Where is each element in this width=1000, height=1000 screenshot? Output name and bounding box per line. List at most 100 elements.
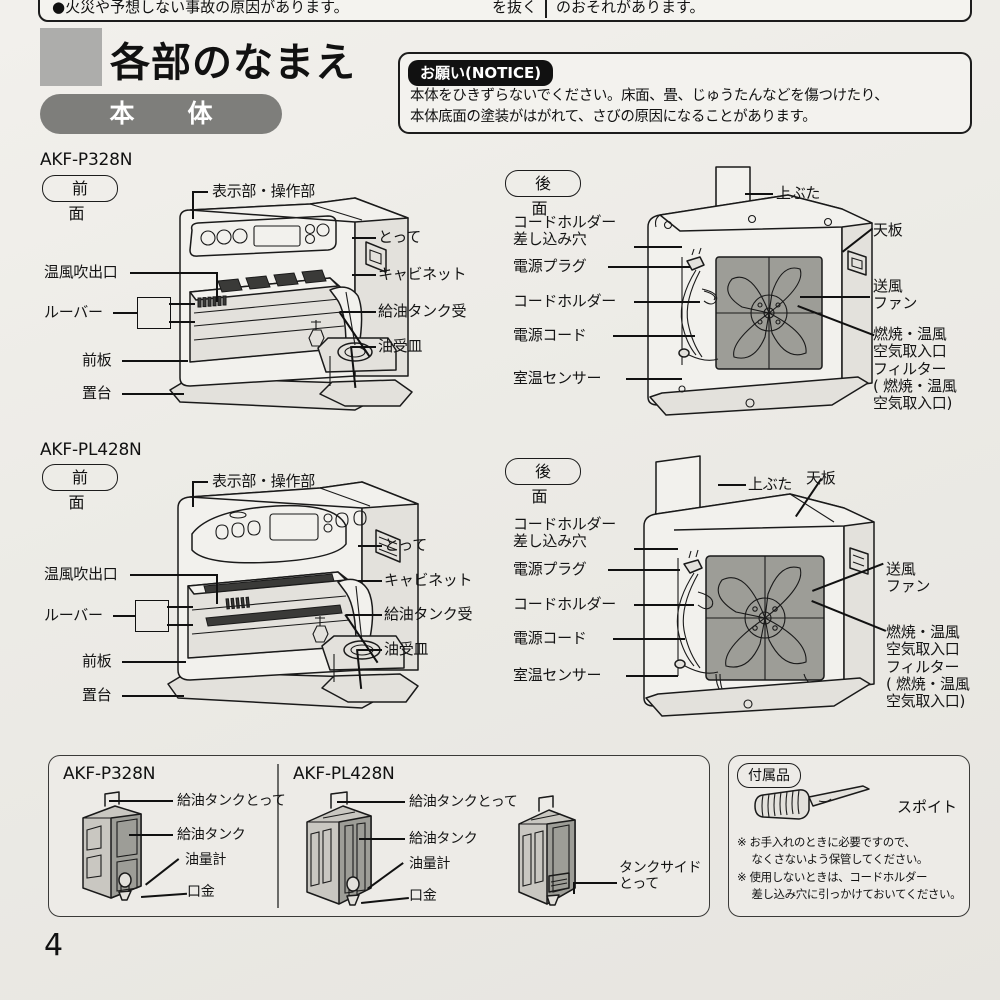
leader-d3-l1 [130,574,218,576]
d4-label-power-plug: 電源プラグ [513,560,587,578]
leader-d1-l1b [216,272,218,302]
d1-label-tank-holder: 給油タンク受 [378,302,467,320]
tank-g3-label-side-handle: タンクサイド とって [619,860,702,893]
leader-d3-l4 [122,695,184,697]
diagram-3-model: AKF-PL428N [40,440,142,460]
leader-d2-l4 [613,335,695,337]
leader-d2-l2 [608,266,690,268]
accessories-item-label: スポイト [897,798,958,816]
leader-d3-top-v [192,481,194,507]
d3-label-stand: 置台 [82,686,112,704]
accessories-notes: ※ お手入れのときに必要ですので、 なくさないよう保管してください。 ※ 使用し… [737,835,962,901]
tank-group-2-model: AKF-PL428N [293,764,395,784]
d2-label-room-temp-sensor: 室温センサー [513,369,602,387]
d1-label-warm-air-outlet: 温風吹出口 [44,263,118,281]
leader-d1-r1 [352,237,376,239]
diagram-1-model: AKF-P328N [40,150,133,170]
leader-d3-l2 [113,615,135,617]
leader-d1-l2 [113,312,137,314]
tank-panel: AKF-P328N 給油タンクとって 給油タンク 油量計 口金 [48,755,710,917]
diagram-2-view-pill: 後 面 [505,170,581,218]
notice-tag: お願い(NOTICE) [408,60,554,86]
d1-label-front-plate: 前板 [82,351,112,369]
d4-label-power-cord: 電源コード [513,629,587,647]
leader-d3-l1b [216,574,218,604]
leader-t1-b [129,834,173,836]
tank-g1-label-gauge: 油量計 [185,852,227,868]
d4-label-room-temp-sensor: 室温センサー [513,666,602,684]
leader-d2-l3 [634,301,700,303]
leader-d1-l4 [122,393,184,395]
notice-box: お願い(NOTICE) 本体をひきずらないでください。床面、畳、じゅうたんなどを… [398,52,972,134]
d4-label-top-lid: 上ぶた [748,475,793,493]
d3-label-louver: ルーバー [44,606,103,624]
leader-t2-a [337,801,405,803]
accessories-tag: 付属品 [737,763,801,788]
d3-label-oil-tray: 油受皿 [384,640,429,658]
tank-g2-label-cap: 口金 [409,888,437,904]
diagram-1-view-pill: 前 面 [42,175,118,223]
warning-right-text: のおそれがあります。 [556,0,705,16]
diagram-4-illustration [608,452,918,732]
d1-label-louver: ルーバー [44,303,103,321]
leader-d3-l2b [167,624,193,626]
d4-label-air-intake-filter: 燃焼・温風 空気取入口 フィルター ( 燃焼・温風 空気取入口) [886,623,970,710]
tank-g1-label-cap: 口金 [187,884,215,900]
leader-d1-top-h [192,191,208,193]
leader-d4-l2 [608,569,680,571]
tank-g1-label-handle: 給油タンクとって [177,793,286,809]
accessories-panel: 付属品 スポイト ※ お手入れのときに必要ですので、 なくさないよう保管してくだ… [728,755,970,917]
leader-d3-r2 [358,580,382,582]
tank-panel-divider [277,764,279,908]
leader-d3-r4 [358,649,382,651]
d2-label-top-plate: 天板 [873,221,903,239]
leader-t2-b [359,838,405,840]
tank-g1-label-tank: 給油タンク [177,827,246,843]
d1-label-cabinet: キャビネット [378,265,467,283]
d3-label-cabinet: キャビネット [384,571,473,589]
warning-strip: ●火災や予想しない事故の原因があります。 を抜く のおそれがあります。 [38,0,972,22]
leader-d1-l3 [122,360,188,362]
leader-d1-l2-bracket [137,297,171,329]
leader-d1-l2a [169,303,195,305]
d3-label-tank-holder: 給油タンク受 [384,605,473,623]
d2-label-cord-holder: コードホルダー [513,292,616,310]
d2-label-air-intake-filter: 燃焼・温風 空気取入口 フィルター ( 燃焼・温風 空気取入口) [873,325,957,412]
d1-label-handle: とって [378,228,421,246]
leader-d4-l4 [613,638,685,640]
leader-d1-l1 [130,272,218,274]
section-pill-label: 本 体 [109,99,227,128]
d4-label-cord-holder: コードホルダー [513,595,616,613]
spoit-icon [751,784,881,826]
leader-d4-top [718,484,746,486]
leader-d2-l1 [634,246,682,248]
leader-d3-top-h [192,481,208,483]
tank-group-3-illustration [507,795,589,908]
d3-label-front-plate: 前板 [82,652,112,670]
diagram-4-view-pill: 後 面 [505,458,581,506]
d2-label-power-plug: 電源プラグ [513,257,587,275]
warning-left-text: ●火災や予想しない事故の原因があります。 [52,0,349,16]
leader-t3-a [573,882,617,884]
d4-label-blower-fan: 送風 ファン [886,560,931,596]
d3-label-display-panel: 表示部・操作部 [212,472,315,490]
leader-d3-r1 [358,545,382,547]
tank-g2-label-tank: 給油タンク [409,831,478,847]
leader-d1-top-v [192,191,194,219]
d3-label-handle: とって [384,536,427,554]
d2-label-cord-holder-hole: コードホルダー 差し込み穴 [513,213,616,249]
d3-label-warm-air-outlet: 温風吹出口 [44,565,118,583]
diagram-3-view-pill: 前 面 [42,464,118,512]
leader-t1-a [109,800,173,802]
leader-t3-b [573,882,575,894]
leader-d3-l2a [167,606,193,608]
leader-d2-top [745,193,773,195]
d2-label-power-cord: 電源コード [513,326,587,344]
notice-body-text: 本体をひきずらないでください。床面、畳、じゅうたんなどを傷つけたり、 本体底面の… [410,88,889,126]
page-number: 4 [44,928,64,963]
diagram-2-illustration [620,165,920,430]
leader-d3-l3 [122,661,186,663]
leader-d1-r4 [352,346,376,348]
leader-d4-l3 [634,604,694,606]
